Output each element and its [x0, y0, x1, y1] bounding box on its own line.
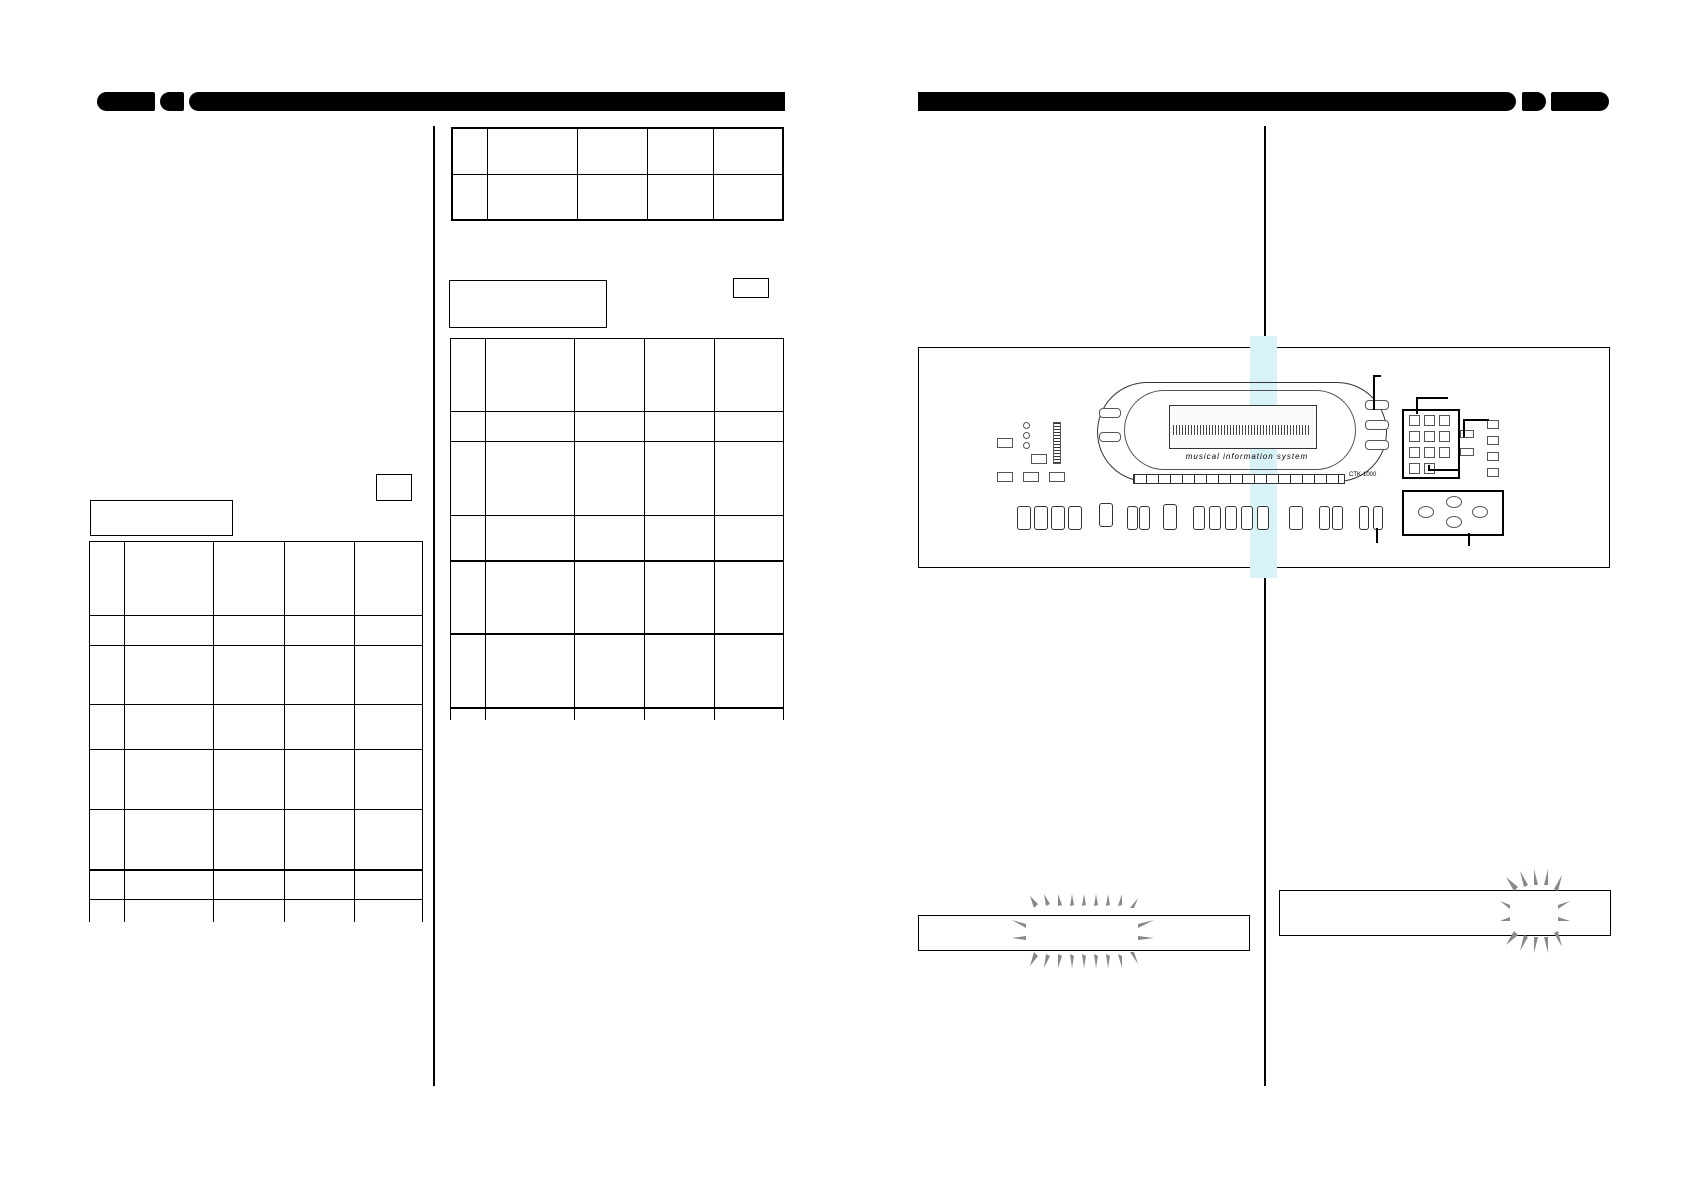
table-row	[450, 633, 784, 709]
mode-indicator-3	[1023, 442, 1030, 449]
side-button-right-3	[1365, 440, 1389, 450]
lower-button-3	[1051, 506, 1065, 530]
table-row	[89, 541, 423, 616]
cursor-key-icon	[1402, 490, 1504, 536]
keypad-key	[1424, 431, 1435, 442]
lower-button-13	[1257, 506, 1269, 530]
table-row	[450, 560, 784, 635]
right-header-segment-2	[1522, 92, 1546, 111]
table-row	[89, 809, 423, 871]
lower-button-6	[1127, 506, 1138, 530]
middle-label-box	[449, 280, 607, 328]
highlight-stripe	[1250, 336, 1277, 578]
right-header-segment-1	[918, 92, 1516, 111]
flashing-display-left	[918, 915, 1250, 951]
keypad-key	[1439, 447, 1450, 458]
left-label-box	[90, 500, 233, 536]
table-row	[450, 707, 784, 720]
lower-button-1	[1017, 506, 1031, 530]
table-row	[450, 411, 784, 442]
keypad-key	[1424, 415, 1435, 426]
middle-top-table	[451, 127, 784, 221]
lower-button-16	[1332, 506, 1343, 530]
keypad-key	[1409, 415, 1420, 426]
keypad-key	[1409, 447, 1420, 458]
side-button-left-1	[1099, 408, 1121, 418]
left-parameter-table	[89, 541, 423, 922]
right-button-5	[1460, 430, 1474, 438]
power-switch	[997, 438, 1013, 448]
table-row	[451, 127, 784, 175]
cursor-right-key	[1472, 506, 1488, 518]
number-keypad	[1402, 409, 1460, 479]
cursor-up-key	[1446, 496, 1462, 508]
lower-button-17	[1359, 506, 1369, 530]
lower-button-9	[1193, 506, 1205, 530]
keypad-key	[1409, 463, 1420, 474]
display-inner	[1124, 390, 1356, 470]
button-d	[1049, 472, 1065, 482]
lower-button-12	[1241, 506, 1253, 530]
mode-indicator-2	[1023, 432, 1030, 439]
left-header-segment-1	[97, 92, 155, 111]
left-header-segment-3	[189, 92, 785, 111]
flashing-indicator-icon-2	[1500, 869, 1570, 953]
table-row	[451, 173, 784, 221]
table-row	[89, 869, 423, 900]
right-header-segment-3	[1551, 92, 1609, 111]
lower-button-2	[1034, 506, 1048, 530]
lower-button-5	[1099, 503, 1113, 527]
cursor-left-key	[1418, 506, 1434, 518]
brand-logo: musical information system	[1177, 452, 1317, 462]
tone-button-row	[1133, 474, 1345, 484]
keypad-key	[1439, 431, 1450, 442]
table-row	[450, 338, 784, 412]
right-button-3	[1487, 452, 1499, 461]
lower-button-14	[1289, 506, 1303, 530]
keypad-key	[1424, 447, 1435, 458]
table-row	[89, 749, 423, 810]
flashing-display-right	[1279, 890, 1611, 936]
keyboard-panel-diagram: musical information system CTK-1000	[918, 336, 1610, 578]
left-column-rule	[433, 126, 435, 1086]
flashing-indicator-icon	[1012, 894, 1154, 968]
callout-lines	[1373, 375, 1489, 546]
side-button-right-2	[1365, 420, 1389, 430]
right-column-rule	[1264, 126, 1266, 1086]
button-c	[1023, 472, 1039, 482]
right-button-1	[1487, 420, 1499, 429]
right-button-6	[1460, 448, 1474, 456]
side-button-left-2	[1099, 432, 1121, 442]
brand-logo-text: musical information system	[1185, 452, 1309, 461]
table-row	[450, 515, 784, 562]
left-header-segment-2	[160, 92, 184, 111]
table-row	[89, 615, 423, 646]
cursor-down-key	[1446, 516, 1462, 528]
lower-button-8	[1163, 504, 1177, 530]
middle-small-key-box	[733, 278, 769, 298]
model-label: CTK-1000	[1349, 472, 1376, 478]
table-row	[89, 704, 423, 750]
table-row	[450, 441, 784, 516]
table-row	[89, 899, 423, 922]
middle-parameter-table	[450, 338, 784, 720]
table-row	[89, 645, 423, 705]
right-button-4	[1487, 468, 1499, 477]
volume-slider	[1053, 422, 1061, 464]
lcd-keyboard-strip	[1173, 425, 1311, 435]
button-b	[997, 472, 1013, 482]
lower-button-11	[1225, 506, 1237, 530]
keypad-key	[1409, 431, 1420, 442]
mode-indicator-1	[1023, 422, 1030, 429]
lower-button-10	[1209, 506, 1221, 530]
side-button-right-1	[1365, 400, 1389, 410]
right-button-2	[1487, 436, 1499, 445]
lower-button-15	[1319, 506, 1330, 530]
left-small-key-box	[376, 474, 412, 501]
lower-button-4	[1068, 506, 1082, 530]
button-a	[1031, 454, 1047, 464]
model-label-text: CTK-1000	[1349, 472, 1377, 478]
keypad-key	[1439, 415, 1450, 426]
lower-button-7	[1139, 506, 1150, 530]
